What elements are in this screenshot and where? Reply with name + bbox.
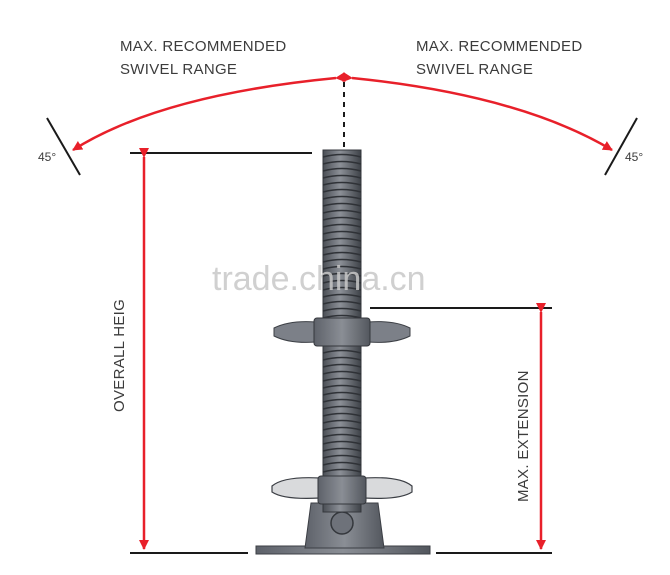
thread-ridge [322,223,362,228]
screw-jack [255,149,431,555]
thread-ridge [322,468,362,473]
angle-right-label: 45° [625,150,643,164]
max-extension-label: MAX. EXTENSION [515,370,532,502]
swivel-left-label-line2: SWIVEL RANGE [120,61,237,78]
thread-ridge [322,440,362,445]
lower-nut [317,475,367,505]
thread-ridge [322,230,362,235]
thread-ridge [322,293,362,298]
lower-wing-right [363,477,413,499]
thread-ridge [322,188,362,193]
thread-ridge [322,244,362,249]
thread-ridge [322,174,362,179]
watermark-text: trade.china.cn [212,260,426,298]
angle-tick-right [604,117,638,176]
thread-ridge [322,153,362,158]
thread-ridge [322,307,362,312]
thread-ridge [322,377,362,382]
thread-ridge [322,258,362,263]
thread-ridge [322,237,362,242]
thread-ridge [322,384,362,389]
thread-ridge [322,363,362,368]
swivel-right-label-line2: SWIVEL RANGE [416,61,533,78]
thread-ridge [322,447,362,452]
thread-ridge [322,370,362,375]
thread-ridge [322,405,362,410]
thread-ridge [322,209,362,214]
thread-ridge [322,279,362,284]
thread-ridge [322,286,362,291]
thread-ridge [322,216,362,221]
thread-ridge [322,251,362,256]
thread-ridge [322,300,362,305]
thread-ridge [322,454,362,459]
thread-ridge [322,391,362,396]
swivel-arc-right [342,72,613,152]
swivel-left-label-line1: MAX. RECOMMENDED [120,38,286,55]
rod-threads [322,153,362,473]
thread-ridge [322,202,362,207]
thread-ridge [322,356,362,361]
thread-ridge [322,433,362,438]
thread-ridge [322,181,362,186]
thread-ridge [322,195,362,200]
upper-nut [313,317,371,347]
base-bolt [330,511,354,535]
thread-ridge [322,314,362,319]
thread-ridge [322,272,362,277]
upper-handle-left [273,321,317,343]
angle-left-label: 45° [38,150,56,164]
thread-ridge [322,419,362,424]
lower-wing-left [271,477,321,499]
thread-ridge [322,265,362,270]
thread-ridge [322,167,362,172]
angle-tick-left [46,117,81,176]
thread-ridge [322,349,362,354]
swivel-arc-left [72,72,346,152]
thread-ridge [322,398,362,403]
thread-ridge [322,412,362,417]
thread-ridge [322,426,362,431]
overall-height-label: OVERALL HEIG [111,299,128,412]
thread-ridge [322,160,362,165]
swivel-right-label-line1: MAX. RECOMMENDED [416,38,582,55]
upper-handle-right [367,321,411,343]
thread-ridge [322,461,362,466]
